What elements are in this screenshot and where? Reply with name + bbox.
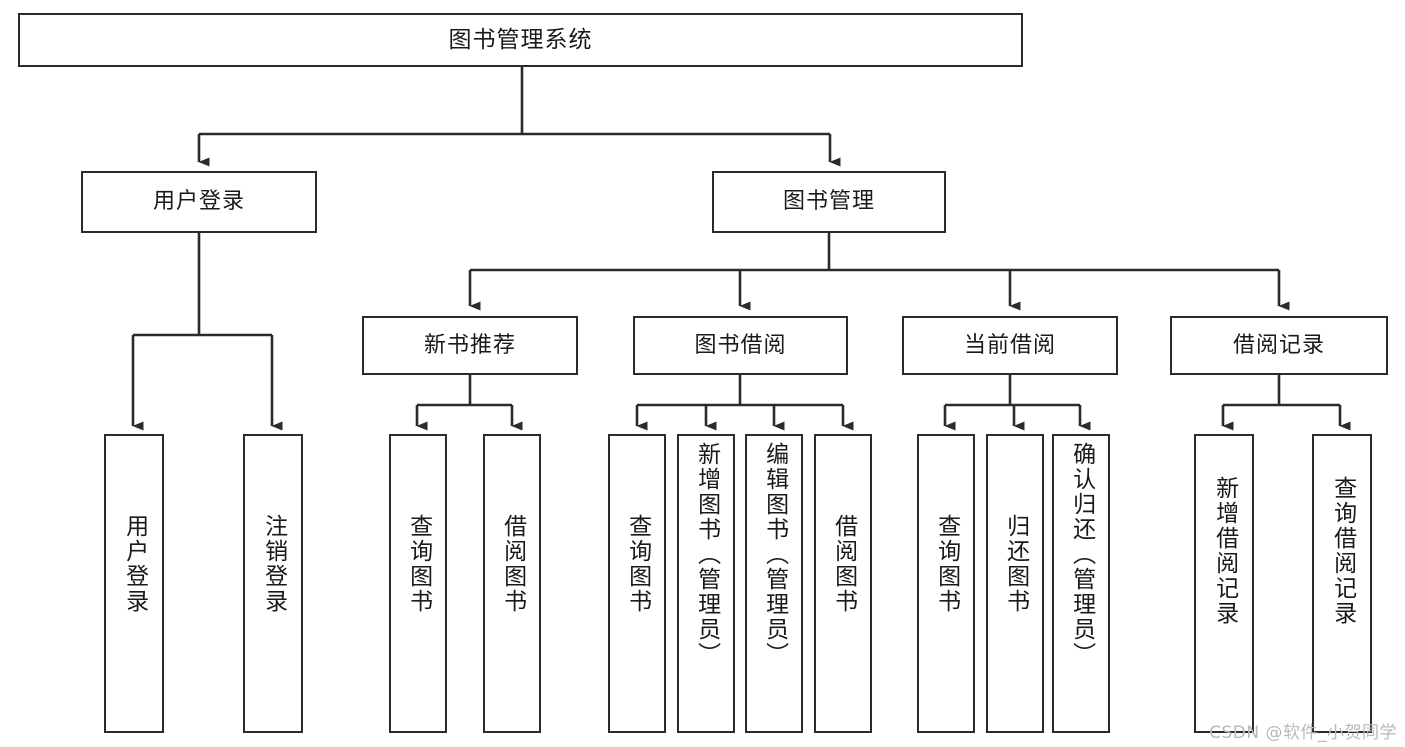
node-label: 查询图书 — [405, 514, 432, 614]
node-label: 查询图书 — [933, 514, 960, 614]
node-user-login[interactable]: 用户登录 — [81, 171, 317, 233]
node-label: 借阅图书 — [830, 514, 857, 614]
node-label: 确认归还（管理员） — [1068, 442, 1095, 667]
leaf-user-login-login[interactable]: 用户登录 — [104, 434, 164, 733]
leaf-borrow-edit-book[interactable]: 编辑图书（管理员） — [745, 434, 803, 733]
leaf-record-query-record[interactable]: 查询借阅记录 — [1312, 434, 1372, 733]
node-label: 查询图书 — [624, 514, 651, 614]
leaf-borrow-query-book[interactable]: 查询图书 — [608, 434, 666, 733]
node-borrow-record[interactable]: 借阅记录 — [1170, 316, 1388, 375]
node-label: 新增图书（管理员） — [693, 442, 720, 667]
leaf-current-confirm-return[interactable]: 确认归还（管理员） — [1052, 434, 1110, 733]
leaf-record-add-record[interactable]: 新增借阅记录 — [1194, 434, 1254, 733]
leaf-borrow-borrow-book[interactable]: 借阅图书 — [814, 434, 872, 733]
leaf-recommend-query-book[interactable]: 查询图书 — [389, 434, 447, 733]
node-book-management[interactable]: 图书管理 — [712, 171, 946, 233]
node-label: 归还图书 — [1002, 514, 1029, 614]
node-label: 借阅图书 — [499, 514, 526, 614]
node-label: 借阅记录 — [1232, 332, 1325, 358]
node-label: 编辑图书（管理员） — [761, 442, 788, 667]
node-label: 图书借阅 — [694, 332, 787, 358]
csdn-watermark: CSDN @软件_小贺同学 — [1209, 723, 1397, 743]
leaf-recommend-borrow-book[interactable]: 借阅图书 — [483, 434, 541, 733]
leaf-current-query-book[interactable]: 查询图书 — [917, 434, 975, 733]
node-new-book-recommend[interactable]: 新书推荐 — [362, 316, 578, 375]
node-label: 查询借阅记录 — [1329, 476, 1356, 626]
leaf-borrow-add-book[interactable]: 新增图书（管理员） — [677, 434, 735, 733]
node-root-system[interactable]: 图书管理系统 — [18, 13, 1023, 67]
node-label: 新增借阅记录 — [1211, 476, 1238, 626]
node-label: 图书管理系统 — [448, 26, 593, 53]
node-label: 用户登录 — [121, 514, 148, 614]
node-label: 用户登录 — [152, 189, 245, 214]
node-current-borrow[interactable]: 当前借阅 — [902, 316, 1118, 375]
node-label: 图书管理 — [782, 189, 875, 214]
node-label: 当前借阅 — [963, 332, 1056, 358]
leaf-user-login-logout[interactable]: 注销登录 — [243, 434, 303, 733]
node-book-borrow[interactable]: 图书借阅 — [633, 316, 848, 375]
leaf-current-return-book[interactable]: 归还图书 — [986, 434, 1044, 733]
node-label: 新书推荐 — [423, 332, 516, 358]
node-label: 注销登录 — [260, 514, 287, 614]
